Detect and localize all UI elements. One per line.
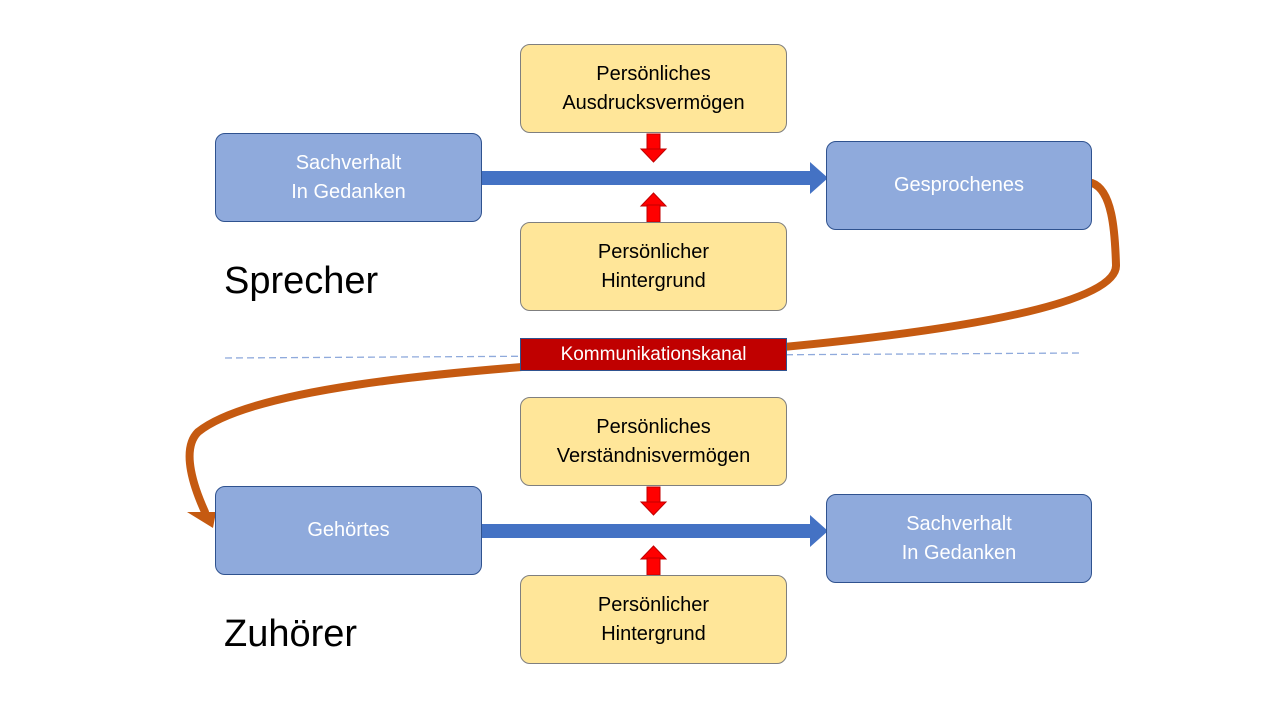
listener-comprehension-line-1: Persönliches	[596, 415, 711, 438]
speaker-expression-line-2: Ausdrucksvermögen	[562, 91, 745, 114]
speaker-thought-line-2: In Gedanken	[291, 180, 406, 203]
listener-background-line-1: Persönlicher	[597, 593, 710, 616]
listener-influence-arrow-down	[639, 486, 668, 516]
listener-background-line-2: Hintergrund	[601, 622, 706, 645]
listener-thought-box: Sachverhalt In Gedanken	[826, 494, 1092, 583]
heard-box: Gehörtes	[215, 486, 482, 575]
listener-background-box: Persönlicher Hintergrund	[520, 575, 787, 664]
speaker-background-box: Persönlicher Hintergrund	[520, 222, 787, 311]
listener-flow-arrow-shaft	[482, 524, 810, 538]
speaker-flow-arrow-shaft	[482, 171, 810, 185]
speaker-expression-ability-box: Persönliches Ausdrucksvermögen	[520, 44, 787, 133]
listener-comprehension-line-2: Verständnisvermögen	[556, 444, 751, 467]
spoken-box: Gesprochenes	[826, 141, 1092, 230]
speaker-expression-line-1: Persönliches	[596, 62, 711, 85]
speaker-flow-arrow-head	[810, 162, 828, 194]
channel-label: Kommunikationskanal	[560, 343, 747, 365]
listener-influence-arrow-up	[639, 545, 668, 576]
speaker-thought-line-1: Sachverhalt	[295, 151, 402, 174]
speaker-background-line-2: Hintergrund	[601, 269, 706, 292]
listener-flow-arrow-head	[810, 515, 828, 547]
channel-box: Kommunikationskanal	[520, 338, 787, 371]
speaker-thought-box: Sachverhalt In Gedanken	[215, 133, 482, 222]
speaker-role-label: Sprecher	[224, 260, 379, 302]
spoken-label: Gesprochenes	[893, 174, 1025, 196]
listener-thought-line-1: Sachverhalt	[906, 512, 1012, 535]
listener-comprehension-ability-box: Persönliches Verständnisvermögen	[520, 397, 787, 486]
speaker-influence-arrow-up	[639, 192, 668, 223]
speaker-influence-arrow-down	[639, 133, 668, 163]
listener-thought-line-2: In Gedanken	[901, 541, 1017, 564]
channel-arrowhead	[187, 512, 216, 528]
speaker-background-line-1: Persönlicher	[597, 240, 710, 263]
heard-label: Gehörtes	[307, 519, 390, 541]
listener-role-label: Zuhörer	[224, 613, 358, 655]
